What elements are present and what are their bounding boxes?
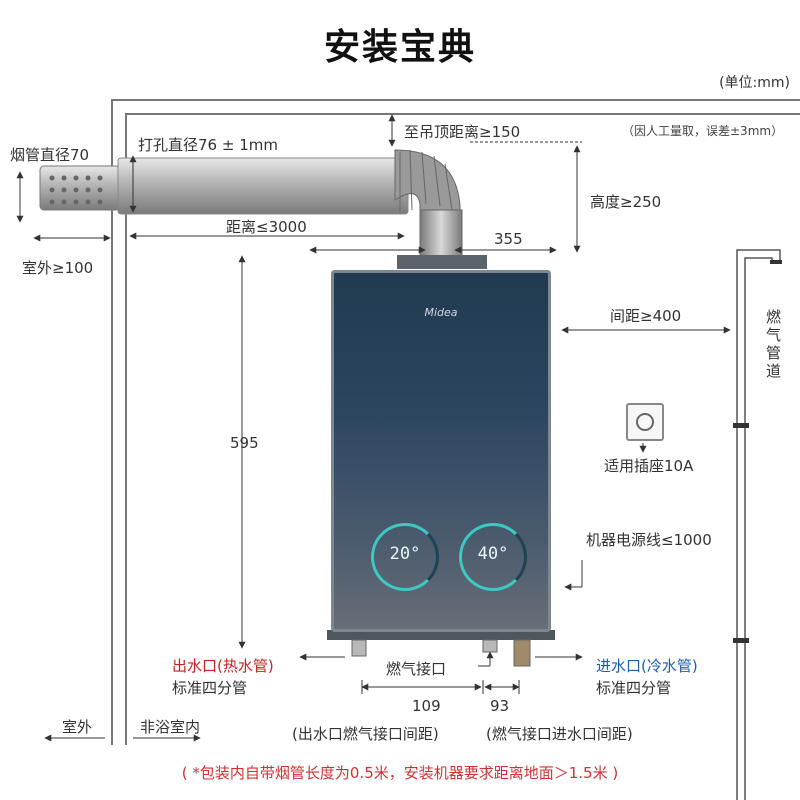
- dim-93-label: 93: [490, 697, 510, 715]
- wall-structure: [111, 99, 800, 745]
- gas-inlet-label: 燃气接口: [386, 660, 447, 678]
- cold-inlet-sub-label: 标准四分管: [596, 679, 672, 697]
- pipe-diameter-label: 烟管直径70: [10, 146, 90, 164]
- flue-pipe: [39, 149, 487, 269]
- distance-3000-label: 距离≤3000: [226, 218, 307, 236]
- hot-outlet-sub-label: 标准四分管: [172, 679, 248, 697]
- power-socket-icon: [626, 403, 664, 441]
- dim-109-label: 109: [412, 697, 441, 715]
- outdoor-label: 室外: [62, 718, 93, 736]
- socket-label: 适用插座10A: [604, 457, 694, 475]
- gas-pipe: [733, 249, 782, 800]
- water-heater: Midea 20° 40°: [331, 270, 551, 632]
- page-title: 安装宝典: [323, 27, 476, 68]
- spacing-400-label: 间距≥400: [610, 307, 682, 325]
- temp-left: 20°: [389, 544, 421, 564]
- dim-595-label: 595: [230, 434, 259, 452]
- height-label: 高度≥250: [590, 193, 662, 211]
- temp-display-right: 40°: [459, 523, 527, 591]
- hot-outlet-label: 出水口(热水管): [172, 657, 274, 675]
- temp-right: 40°: [477, 544, 509, 564]
- gas-pipe-label: 燃气管道: [766, 308, 782, 380]
- unit-label: (单位:mm): [719, 75, 790, 91]
- measurement-note: （因人工量取，误差±3mm）: [622, 124, 784, 138]
- power-cord-label: 机器电源线≤1000: [586, 531, 712, 549]
- cold-inlet-label: 进水口(冷水管): [596, 657, 698, 675]
- dimension-lines: [16, 114, 731, 742]
- ceiling-distance-label: 至吊顶距离≥150: [404, 123, 521, 141]
- spacing-left-label: (出水口燃气接口间距): [292, 725, 439, 743]
- dim-355-label: 355: [494, 230, 523, 248]
- temp-display-left: 20°: [371, 523, 439, 591]
- brand-logo: Midea: [424, 306, 458, 319]
- spacing-right-label: (燃气接口进水口间距): [486, 725, 633, 743]
- footnote: ( *包装内自带烟管长度为0.5米，安装机器要求距离地面＞1.5米 ): [181, 764, 619, 782]
- indoor-label: 非浴室内: [140, 718, 201, 736]
- hole-diameter-label: 打孔直径76 ± 1mm: [138, 136, 278, 154]
- outdoor-100-label: 室外≥100: [22, 259, 94, 277]
- heater-connectors: [327, 630, 555, 667]
